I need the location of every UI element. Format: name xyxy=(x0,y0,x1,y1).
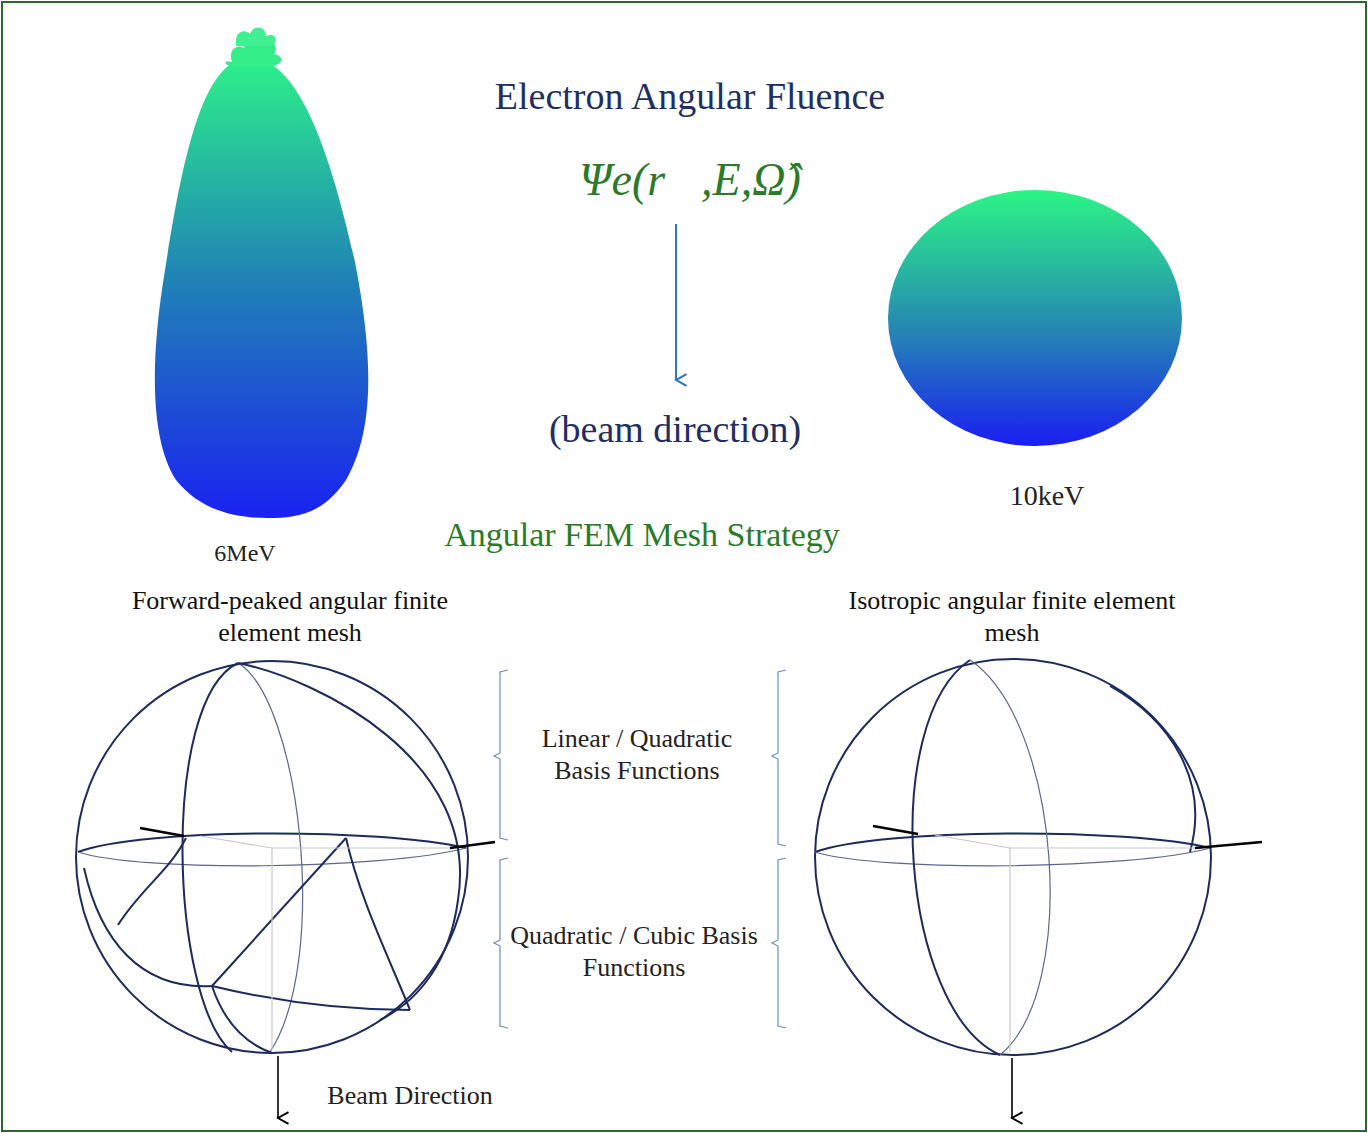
illustration-stroke xyxy=(772,670,786,846)
illustration-stroke xyxy=(494,858,508,1028)
basis-brackets xyxy=(494,670,786,1028)
illustration-stroke xyxy=(236,27,276,46)
illustration-stroke xyxy=(815,848,1210,866)
illustration-stroke xyxy=(212,986,410,1010)
right-axis-arrows xyxy=(873,826,1262,1118)
left-axes xyxy=(200,836,450,1050)
illustration-stroke xyxy=(277,1056,279,1118)
illustration-stroke xyxy=(873,826,918,834)
illustration-stroke xyxy=(1010,847,1195,848)
illustration-stroke xyxy=(155,58,368,518)
illustration-stroke xyxy=(118,838,186,925)
mesh-caption: Isotropic angular finite element mesh xyxy=(842,585,1182,650)
isotropic-mesh xyxy=(815,659,1211,1055)
illustration-stroke xyxy=(970,660,1050,1055)
illustration-stroke xyxy=(346,838,410,1010)
illustration-stroke xyxy=(272,847,450,848)
illustration-stroke xyxy=(182,663,238,1052)
formula: Ψe(r⃗,E,Ω̂) xyxy=(430,151,950,209)
energy-label: 10keV xyxy=(957,478,1137,513)
mesh-caption: Forward-peaked angular finite element me… xyxy=(110,585,470,650)
illustration-stroke xyxy=(200,836,272,848)
illustration-stroke xyxy=(238,663,460,1020)
illustration-stroke xyxy=(913,660,1000,1055)
illustration-stroke xyxy=(772,858,786,1028)
illustration-stroke xyxy=(815,833,1210,852)
illustration-stroke xyxy=(1195,842,1262,848)
illustration-stroke xyxy=(1011,1058,1013,1118)
basis-label: Quadratic / Cubic Basis Functions xyxy=(509,920,759,985)
energy-label: 6MeV xyxy=(165,538,325,568)
illustration-stroke xyxy=(494,670,508,840)
illustration-stroke xyxy=(76,661,468,1053)
illustration-stroke xyxy=(450,842,495,848)
illustration-stroke xyxy=(935,835,1010,848)
illustration-stroke xyxy=(1110,686,1195,852)
forward-peaked-mesh xyxy=(76,661,468,1053)
basis-label: Linear / Quadratic Basis Functions xyxy=(512,723,762,788)
illustration-stroke xyxy=(1009,848,1010,1052)
right-axes xyxy=(935,835,1195,1052)
illustration-stroke xyxy=(140,828,184,836)
illustration-stroke xyxy=(212,838,346,986)
illustration-stroke xyxy=(271,848,272,1050)
fluence-lobe-6mev xyxy=(155,27,368,518)
illustration-stroke xyxy=(212,986,272,1053)
direction-note: (beam direction) xyxy=(475,406,875,454)
left-axis-arrows xyxy=(140,828,495,1118)
beam-arrow xyxy=(675,224,677,380)
fluence-sphere-10kev xyxy=(888,190,1182,446)
axis-label: Beam Direction xyxy=(300,1080,520,1113)
section-heading: Angular FEM Mesh Strategy xyxy=(362,514,922,557)
title: Electron Angular Fluence xyxy=(340,73,1040,121)
illustration-stroke xyxy=(815,659,1211,1055)
